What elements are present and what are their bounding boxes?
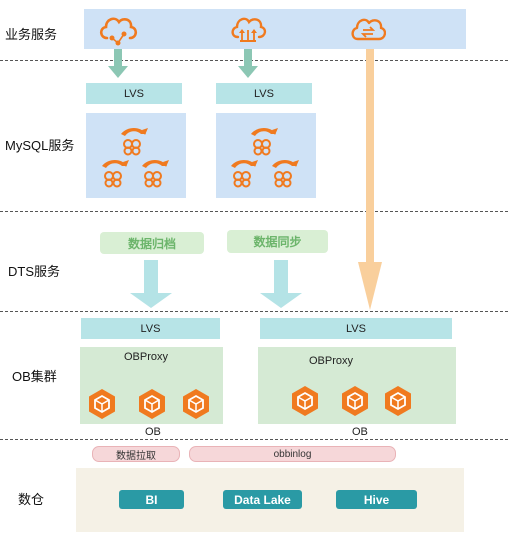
warehouse-hive: Hive [336,490,417,509]
mysql-dolphin-icon [251,128,278,156]
ob-label-right: OB [352,426,368,438]
cloud-upload-icon [231,17,267,42]
ob-cube-icon [139,389,165,419]
ob-label-left: OB [145,426,161,438]
arrow-dts-archive [130,260,172,308]
row-label-ob: OB集群 [12,369,57,384]
pipe-data-pull: 数据拉取 [92,446,180,462]
warehouse-bi: BI [119,490,184,509]
ob-proxy-left: OBProxy [124,351,169,363]
row-label-warehouse: 数仓 [18,492,45,507]
warehouse-datalake: Data Lake [223,490,302,509]
mysql-lvs-right: LVS [216,83,312,104]
arrow-biz-to-mysql-left [108,49,128,78]
business-band [84,9,466,49]
row-label-business: 业务服务 [5,27,58,42]
row-label-dts: DTS服务 [8,264,61,279]
ob-cube-icon [342,386,368,416]
ob-cube-icon [292,386,318,416]
ob-cube-icon [183,389,209,419]
mysql-lvs-left: LVS [86,83,182,104]
ob-lvs-right: LVS [260,318,452,339]
row-label-mysql: MySQL服务 [5,138,75,153]
divider [0,439,508,440]
arrow-biz-to-mysql-right [238,49,258,78]
divider [0,211,508,212]
pipe-obbinlog: obbinlog [189,446,396,462]
mysql-dolphin-icon [102,160,129,188]
ob-cube-icon [385,386,411,416]
ob-proxy-right: OBProxy [309,355,354,367]
mysql-dolphin-icon [272,160,299,188]
ob-lvs-left: LVS [81,318,220,339]
cloud-share-icon [99,17,138,46]
arrow-biz-to-ob [358,49,382,310]
mysql-dolphin-icon [121,128,148,156]
arrow-dts-sync [260,260,302,308]
divider [0,311,508,312]
divider [0,60,508,61]
mysql-dolphin-icon [142,160,169,188]
cloud-sync-icon [351,18,386,41]
dts-sync: 数据同步 [227,230,328,253]
dts-archive: 数据归档 [100,232,204,254]
ob-cube-icon [89,389,115,419]
mysql-dolphin-icon [231,160,258,188]
